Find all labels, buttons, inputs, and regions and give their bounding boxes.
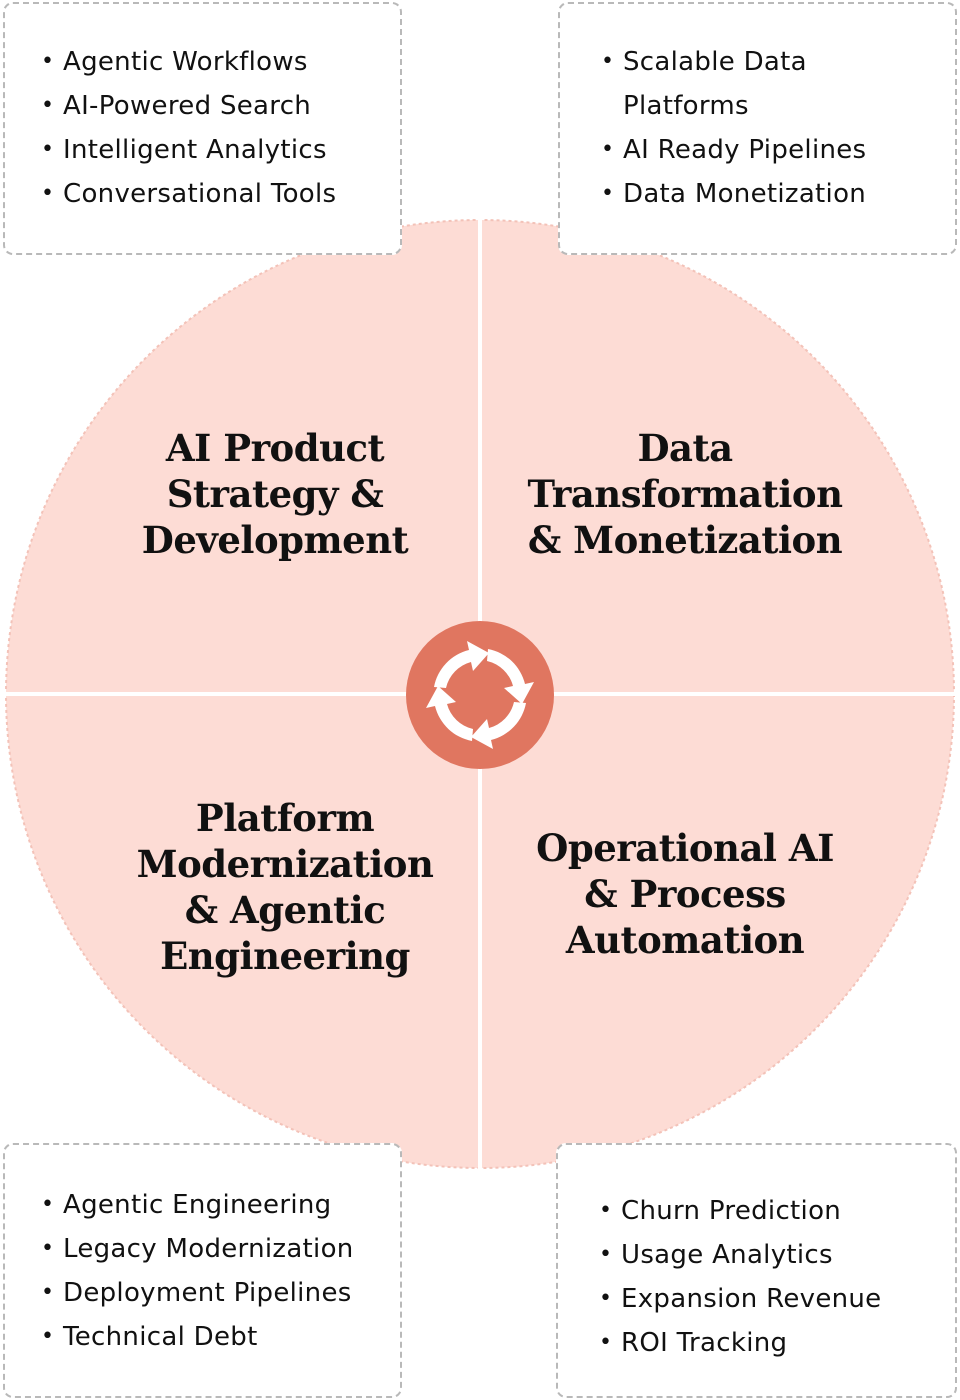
title-line: Data bbox=[637, 426, 733, 470]
list-item: Scalable Data Platforms bbox=[601, 40, 831, 128]
services-box-bottom-right: Churn Prediction Usage Analytics Expansi… bbox=[556, 1143, 957, 1398]
title-line: & Agentic bbox=[184, 888, 386, 932]
arrow-segment-bottom-left bbox=[426, 686, 473, 741]
arrow-segment-top-left bbox=[434, 641, 489, 688]
title-line: AI Product bbox=[165, 426, 385, 470]
list-item: Intelligent Analytics bbox=[41, 128, 336, 172]
title-line: Development bbox=[141, 518, 409, 562]
bullet-list: Agentic Workflows AI-Powered Search Inte… bbox=[41, 40, 336, 216]
services-box-bottom-left: Agentic Engineering Legacy Modernization… bbox=[3, 1143, 402, 1398]
title-line: & Process bbox=[584, 872, 786, 916]
cycle-arrows bbox=[426, 641, 534, 749]
quadrant-title-ai-product: AI Product Strategy & Development bbox=[100, 425, 450, 563]
list-item: Agentic Engineering bbox=[41, 1183, 354, 1227]
list-item: AI Ready Pipelines bbox=[601, 128, 866, 172]
arrow-segment-bottom-right bbox=[471, 702, 526, 749]
title-line: Transformation bbox=[527, 472, 843, 516]
title-line: Platform bbox=[195, 796, 375, 840]
arrow-segment-top-right bbox=[487, 649, 534, 704]
quadrant-title-operational-ai: Operational AI & Process Automation bbox=[510, 825, 860, 963]
bullet-list: Agentic Engineering Legacy Modernization… bbox=[41, 1183, 354, 1359]
list-item: Legacy Modernization bbox=[41, 1227, 354, 1271]
list-item: Conversational Tools bbox=[41, 172, 336, 216]
title-line: Strategy & bbox=[166, 472, 384, 516]
title-line: Engineering bbox=[160, 934, 410, 978]
list-item: Usage Analytics bbox=[599, 1233, 881, 1277]
cycle-arrows-icon bbox=[406, 621, 554, 769]
services-box-top-right: Scalable Data Platforms AI Ready Pipelin… bbox=[558, 2, 957, 255]
quadrant-title-platform-modernization: Platform Modernization & Agentic Enginee… bbox=[110, 795, 460, 979]
list-item: Churn Prediction bbox=[599, 1189, 881, 1233]
bullet-list: Churn Prediction Usage Analytics Expansi… bbox=[599, 1189, 881, 1365]
quadrant-title-data-transformation: Data Transformation & Monetization bbox=[510, 425, 860, 563]
title-line: & Monetization bbox=[527, 518, 843, 562]
list-item: Deployment Pipelines bbox=[41, 1271, 354, 1315]
list-item: Data Monetization bbox=[601, 172, 866, 216]
list-item: Technical Debt bbox=[41, 1315, 354, 1359]
list-item: Agentic Workflows bbox=[41, 40, 336, 84]
hub-circle bbox=[406, 621, 554, 769]
list-item: Expansion Revenue bbox=[599, 1277, 881, 1321]
title-line: Operational AI bbox=[536, 826, 834, 870]
services-box-top-left: Agentic Workflows AI-Powered Search Inte… bbox=[3, 2, 402, 255]
title-line: Modernization bbox=[136, 842, 434, 886]
bullet-list: Scalable Data Platforms AI Ready Pipelin… bbox=[601, 40, 866, 216]
list-item: AI-Powered Search bbox=[41, 84, 336, 128]
list-item: ROI Tracking bbox=[599, 1321, 881, 1365]
title-line: Automation bbox=[565, 918, 805, 962]
